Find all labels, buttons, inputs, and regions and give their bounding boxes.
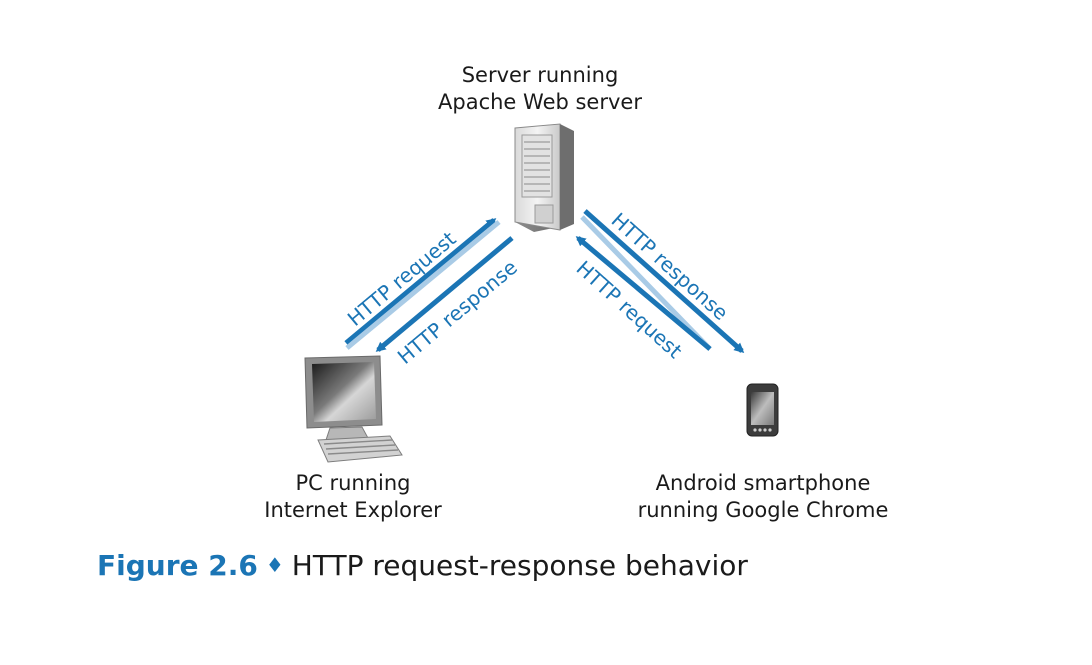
phone-label-line1: Android smartphone xyxy=(655,471,871,495)
server-label-line1: Server running xyxy=(461,63,619,87)
server-label-line2: Apache Web server xyxy=(438,90,642,114)
pc-label-line1: PC running xyxy=(295,471,411,495)
caption-separator: ♦ xyxy=(265,553,284,577)
figure-caption: Figure 2.6 ♦ HTTP request-response behavio… xyxy=(97,549,748,582)
pc-request-arrow xyxy=(344,218,497,345)
server-tower-icon xyxy=(514,123,574,232)
pc-label-line2: Internet Explorer xyxy=(264,498,442,522)
phone-request-arrow xyxy=(575,236,712,351)
figure-number: Figure 2.6 xyxy=(97,549,258,582)
phone-response-band xyxy=(580,215,712,351)
phone-label: Android smartphone running Google Chrome xyxy=(618,470,908,524)
server-label: Server running Apache Web server xyxy=(420,62,660,116)
desktop-computer-icon xyxy=(304,355,403,463)
phone-response-arrow xyxy=(583,209,745,353)
pc-request-band xyxy=(345,220,501,350)
smartphone-icon xyxy=(746,383,779,437)
caption-text: HTTP request-response behavior xyxy=(291,549,748,582)
pc-label: PC running Internet Explorer xyxy=(243,470,463,524)
phone-label-line2: running Google Chrome xyxy=(637,498,889,522)
pc-response-arrow xyxy=(375,236,514,352)
